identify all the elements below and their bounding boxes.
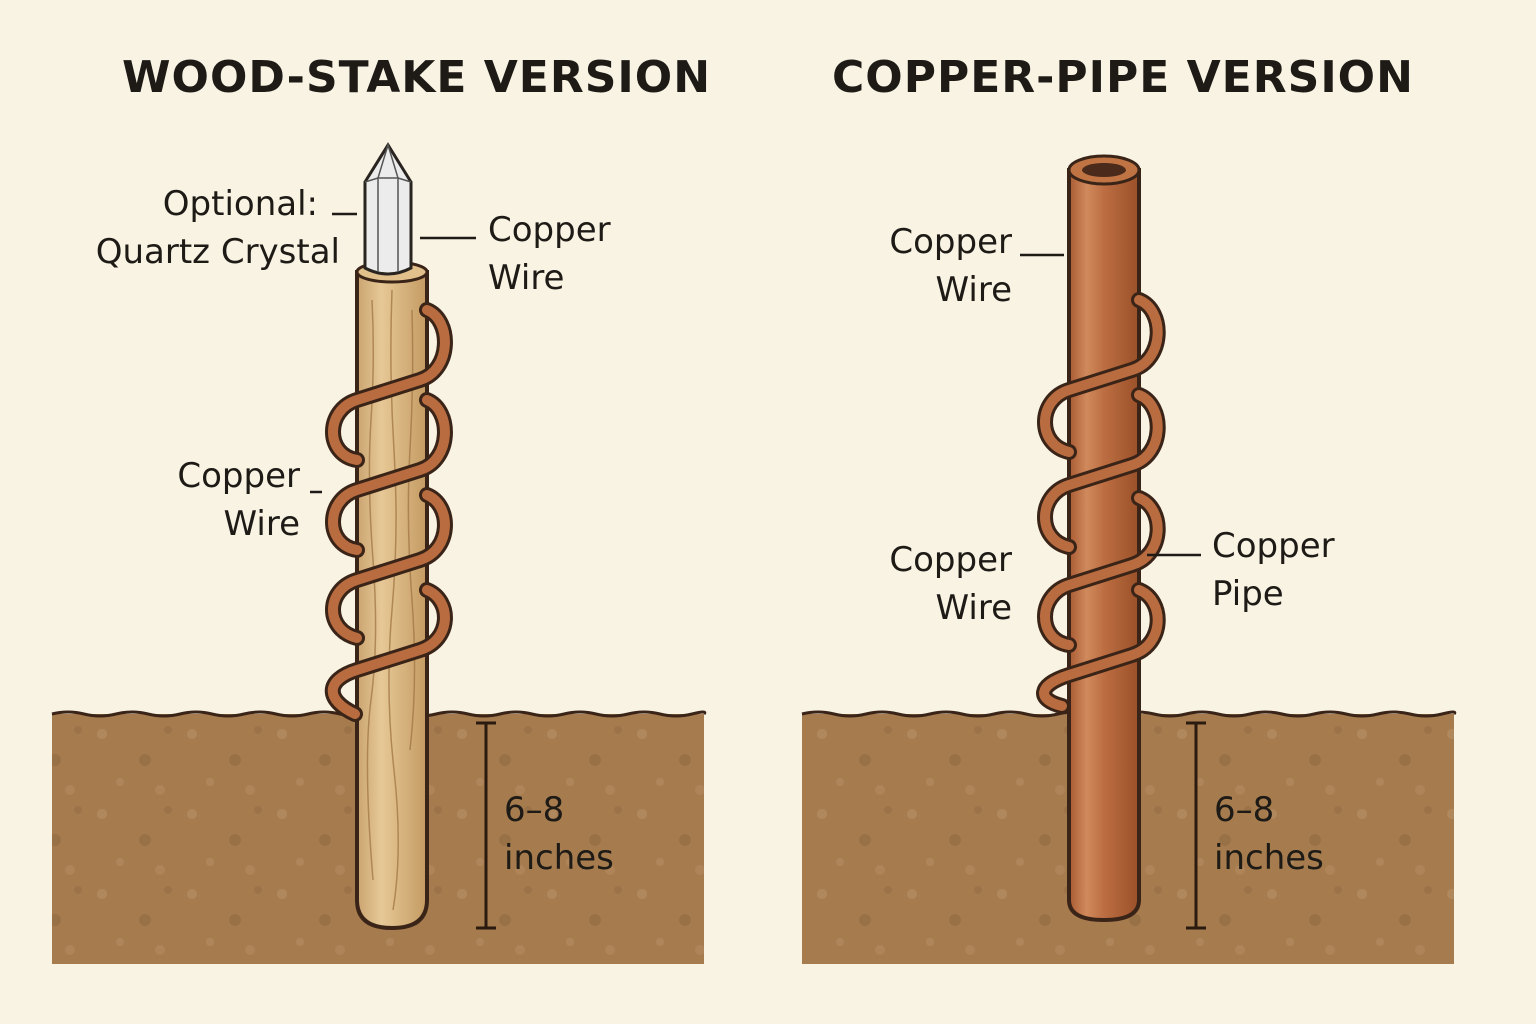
- wood-stake-title: WOOD-STAKE VERSION: [122, 52, 712, 103]
- label-line2: Wire: [223, 504, 300, 544]
- copper-pipe: [1067, 154, 1141, 923]
- label-line1: Copper: [488, 210, 611, 250]
- label-line1: Copper: [889, 540, 1012, 580]
- label-line1: Copper: [1212, 526, 1335, 566]
- label-low-copper-wire-right: Copper Wire: [889, 536, 1012, 632]
- label-depth-line1: 6–8: [504, 790, 565, 830]
- label-optional-crystal: Optional: Quartz Crystal: [96, 180, 340, 276]
- label-depth-right: 6–8 inches: [1214, 786, 1324, 882]
- depth-bracket-right: [1186, 721, 1206, 930]
- label-line1: Copper: [177, 456, 300, 496]
- copper-coil-left: [324, 302, 453, 722]
- label-line2: Wire: [935, 270, 1012, 310]
- wood-stake: [355, 260, 429, 931]
- label-depth-line1: 6–8: [1214, 790, 1275, 830]
- copper-pipe-title: COPPER-PIPE VERSION: [832, 52, 1414, 103]
- label-copper-pipe: Copper Pipe: [1212, 522, 1335, 618]
- quartz-crystal-icon: [363, 142, 413, 276]
- label-line2: Pipe: [1212, 574, 1284, 614]
- label-line2: Wire: [488, 258, 565, 298]
- label-crystal-line2: Quartz Crystal: [95, 232, 340, 272]
- label-depth-line2: inches: [504, 838, 614, 878]
- label-depth-left: 6–8 inches: [504, 786, 614, 882]
- label-line2: Wire: [935, 588, 1012, 628]
- label-depth-line2: inches: [1214, 838, 1324, 878]
- label-mid-copper-wire-left: Copper Wire: [177, 452, 300, 548]
- leader-lines: [310, 212, 1201, 557]
- label-line1: Copper: [889, 222, 1012, 262]
- copper-coil-right: [1036, 292, 1166, 714]
- depth-bracket-left: [476, 721, 496, 930]
- label-top-copper-wire-right: Copper Wire: [889, 218, 1012, 314]
- label-crystal-line1: Optional:: [162, 184, 318, 224]
- label-top-copper-wire-left: Copper Wire: [488, 206, 611, 302]
